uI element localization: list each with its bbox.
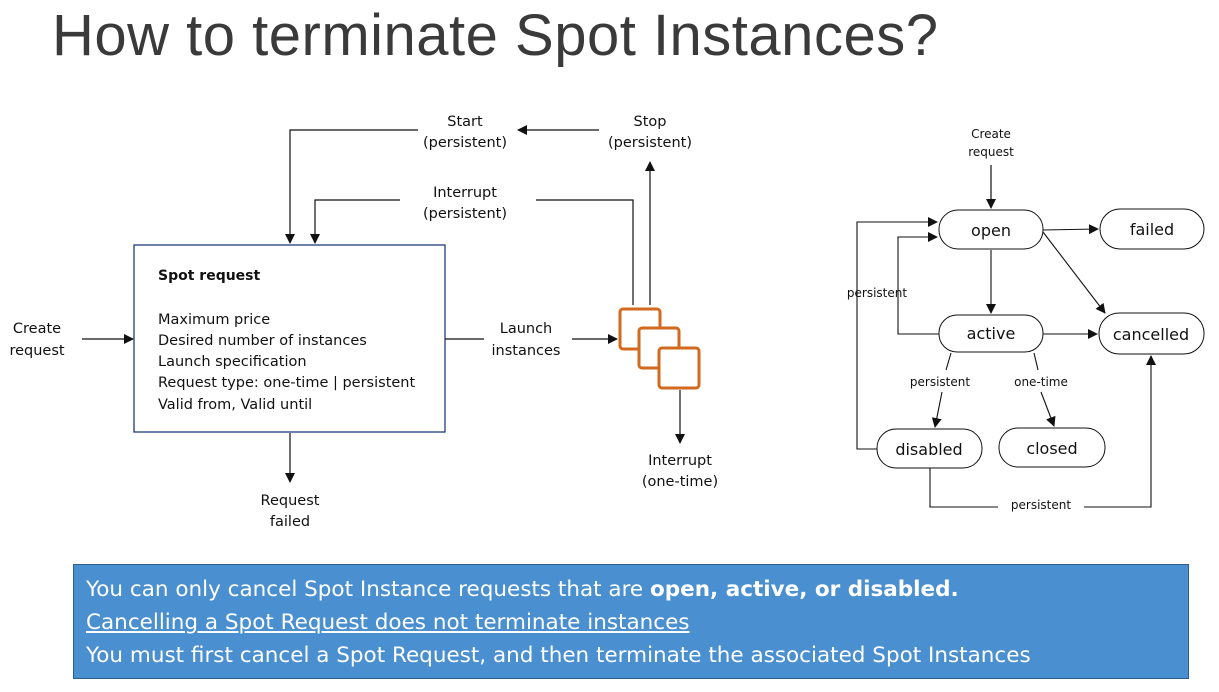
stop-label: (persistent) — [608, 135, 692, 151]
interrupt-persistent-label: Interrupt — [433, 185, 497, 201]
banner-line-1: You can only cancel Spot Instance reques… — [86, 573, 1176, 606]
interrupt-persistent-line — [536, 199, 634, 305]
state-cancelled — [1098, 312, 1205, 355]
edge-active-open — [897, 232, 939, 335]
page-title: How to terminate Spot Instances? — [52, 3, 939, 68]
launch-instances-label: Launch — [500, 321, 553, 337]
instance-icon — [657, 346, 701, 390]
spot-request-line: Valid from, Valid until — [158, 397, 312, 413]
state-cancelled-label: cancelled — [1113, 325, 1189, 344]
state-closed — [998, 427, 1106, 468]
edge-open-cancelled — [1042, 231, 1106, 314]
stop-label: Stop — [634, 114, 667, 130]
edge-label-persistent: persistent — [1011, 498, 1071, 512]
state-failed — [1099, 208, 1205, 250]
interrupt-one-time-label: (one-time) — [642, 474, 718, 490]
spot-request-heading: Spot request — [158, 268, 261, 284]
state-active-label: active — [967, 324, 1016, 343]
banner-line-1-bold: open, active, or disabled. — [650, 577, 959, 602]
start-label: (persistent) — [423, 135, 507, 151]
state-disabled-label: disabled — [895, 440, 962, 459]
edge-active-closed-top — [1033, 352, 1039, 371]
edge-open-failed — [1042, 224, 1099, 235]
interrupt-one-time-label: Interrupt — [648, 453, 712, 469]
start-label: Start — [447, 114, 483, 130]
interrupt-persistent-label: (persistent) — [423, 206, 507, 222]
spot-request-box — [133, 244, 446, 433]
info-banner: You can only cancel Spot Instance reques… — [73, 564, 1189, 679]
state-diagram: Create request open failed active cancel… — [847, 127, 1205, 512]
edge-active-closed — [1040, 391, 1056, 427]
interrupt-persistent-arrow — [310, 199, 400, 244]
ec2-instances-icon — [618, 307, 701, 390]
banner-line-2: Cancelling a Spot Request does not termi… — [86, 610, 690, 635]
request-failed-label: Request — [261, 493, 320, 509]
state-closed-label: closed — [1026, 439, 1077, 458]
launch-instances-label: instances — [492, 343, 561, 359]
left-lifecycle-diagram: Spot request Maximum price Desired numbe… — [9, 114, 718, 530]
edge-active-disabled — [931, 391, 943, 428]
edge-active-disabled-top — [945, 352, 952, 371]
edge-label-persistent: persistent — [910, 375, 970, 389]
create-request-label: request — [9, 343, 64, 359]
create-request-label: Create — [13, 321, 61, 337]
state-create-request-label: Create — [971, 127, 1011, 141]
edge-label-one-time: one-time — [1014, 375, 1068, 389]
edge-disabled-cancelled — [1084, 355, 1156, 508]
state-create-request-label: request — [968, 145, 1014, 159]
edge-label-persistent: persistent — [847, 286, 907, 300]
start-arrow — [285, 129, 418, 244]
banner-line-1-text: You can only cancel Spot Instance reques… — [86, 577, 650, 602]
request-failed-label: failed — [270, 514, 310, 530]
edge-disabled-cancelled-left — [929, 468, 998, 508]
spot-request-line: Maximum price — [158, 312, 270, 328]
diagram-canvas: Spot request Maximum price Desired numbe… — [9, 114, 1205, 530]
banner-line-3: You must first cancel a Spot Request, an… — [86, 643, 1031, 668]
state-open-label: open — [971, 221, 1011, 240]
spot-request-line: Request type: one-time | persistent — [158, 375, 415, 391]
spot-request-line: Launch specification — [158, 354, 307, 370]
state-failed-label: failed — [1130, 220, 1174, 239]
spot-request-line: Desired number of instances — [158, 333, 367, 349]
edge-disabled-open — [856, 217, 938, 450]
